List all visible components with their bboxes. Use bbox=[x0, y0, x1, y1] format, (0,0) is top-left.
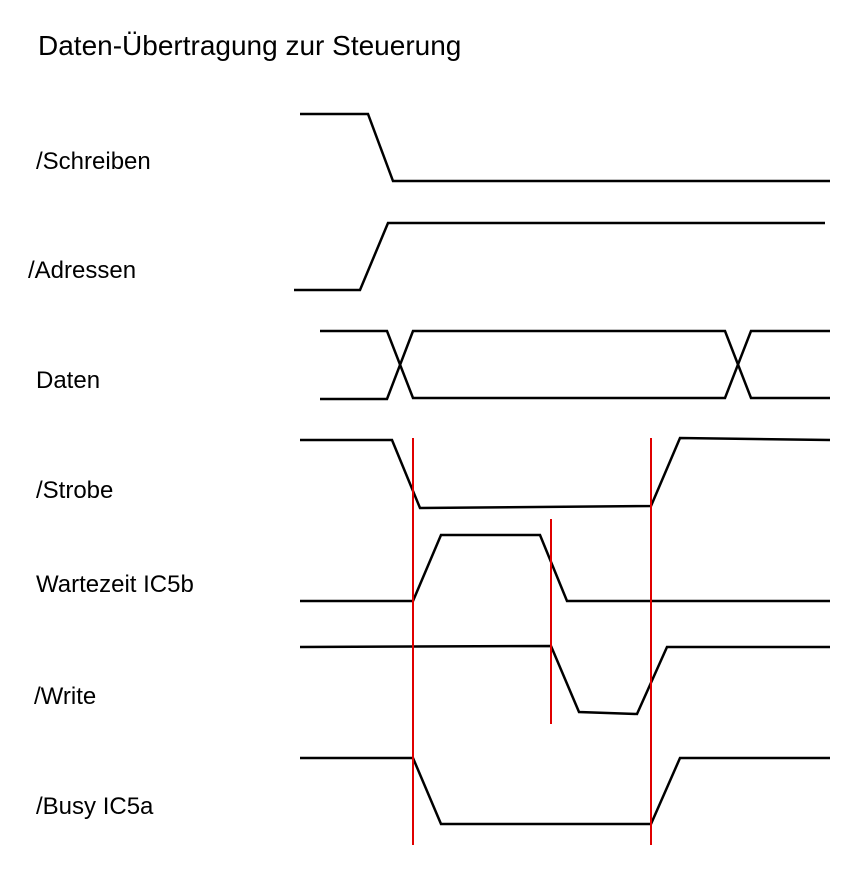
diagram-title: Daten-Übertragung zur Steuerung bbox=[38, 30, 462, 61]
signal-label-adressen: /Adressen bbox=[28, 257, 137, 284]
signal-label-schreiben: /Schreiben bbox=[36, 148, 151, 175]
waveform-write bbox=[299, 644, 830, 716]
waveform-schreiben bbox=[300, 112, 830, 183]
waveform-strobe bbox=[300, 436, 831, 510]
signal-label-wartezeit: Wartezeit IC5b bbox=[36, 571, 194, 598]
signal-label-daten: Daten bbox=[36, 367, 101, 394]
signal-label-write: /Write bbox=[34, 683, 97, 710]
waveform-daten-lower bbox=[320, 329, 830, 401]
signal-label-strobe: /Strobe bbox=[36, 477, 114, 504]
waveform-wartezeit bbox=[300, 533, 830, 603]
signal-label-busy: /Busy IC5a bbox=[36, 793, 154, 820]
waveform-adressen bbox=[294, 221, 825, 292]
waveform-daten-upper bbox=[320, 329, 830, 400]
waveform-busy bbox=[300, 756, 830, 826]
